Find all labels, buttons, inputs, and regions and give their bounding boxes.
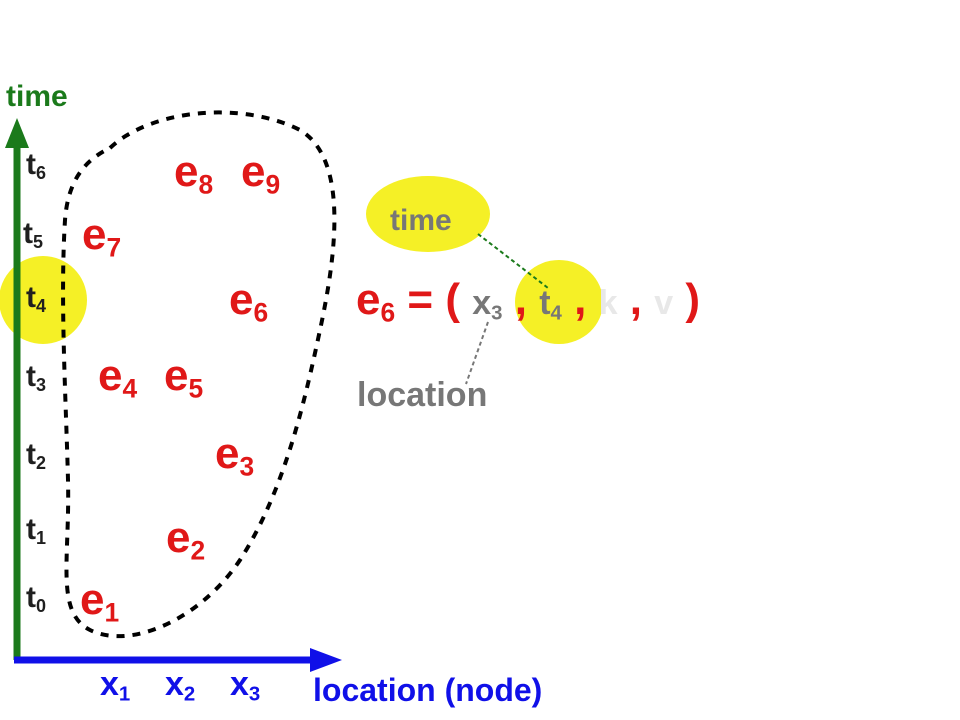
y-tick-t3: t3 bbox=[26, 360, 47, 396]
event-e1: e1 bbox=[80, 575, 120, 628]
y-tick-t1: t1 bbox=[26, 513, 47, 549]
y-tick-t6: t6 bbox=[26, 148, 47, 184]
event-e9: e9 bbox=[241, 147, 281, 200]
x-tick-x1: x1 bbox=[100, 665, 131, 706]
location-callout-connector bbox=[465, 321, 489, 385]
event-e4: e4 bbox=[98, 351, 138, 404]
y-tick-t5: t5 bbox=[23, 217, 44, 253]
event-e5: e5 bbox=[164, 351, 204, 404]
tuple-close: ) bbox=[685, 275, 700, 324]
location-axis-label: location (node) bbox=[313, 672, 543, 708]
tuple-location: x3 bbox=[472, 284, 503, 325]
y-tick-t0: t0 bbox=[26, 581, 47, 617]
time-callout-highlight bbox=[366, 176, 490, 252]
event-set-boundary bbox=[61, 110, 337, 639]
time-callout-connector bbox=[477, 233, 549, 289]
tuple-comma-1: , bbox=[514, 275, 527, 324]
tuple-expression: e6 = ( x3 , t4 , k , v ) bbox=[356, 275, 700, 328]
t4-highlight bbox=[0, 256, 87, 344]
event-e6: e6 bbox=[229, 275, 269, 328]
time-axis-arrowhead bbox=[5, 118, 29, 148]
event-e3: e3 bbox=[215, 429, 255, 482]
y-tick-t4: t4 bbox=[26, 281, 47, 317]
tuple-comma-3: , bbox=[629, 275, 642, 324]
tuple-equals-open: = ( bbox=[407, 275, 460, 324]
tuple-event-name: e6 bbox=[356, 275, 396, 328]
tuple-time-highlight bbox=[515, 260, 603, 344]
y-tick-t2: t2 bbox=[26, 438, 47, 474]
x-tick-x3: x3 bbox=[230, 665, 261, 706]
tuple-key: k bbox=[598, 284, 618, 322]
location-callout-label: location bbox=[357, 376, 488, 414]
tuple-time: t4 bbox=[539, 284, 562, 325]
tuple-comma-2: , bbox=[574, 275, 587, 324]
location-axis-arrowhead bbox=[310, 648, 342, 672]
event-e7: e7 bbox=[82, 210, 122, 263]
time-callout-label: time bbox=[390, 204, 452, 237]
event-e8: e8 bbox=[174, 147, 214, 200]
x-tick-x2: x2 bbox=[165, 665, 196, 706]
time-axis-label: time bbox=[6, 80, 68, 113]
event-e2: e2 bbox=[166, 513, 206, 566]
tuple-value: v bbox=[654, 284, 674, 322]
